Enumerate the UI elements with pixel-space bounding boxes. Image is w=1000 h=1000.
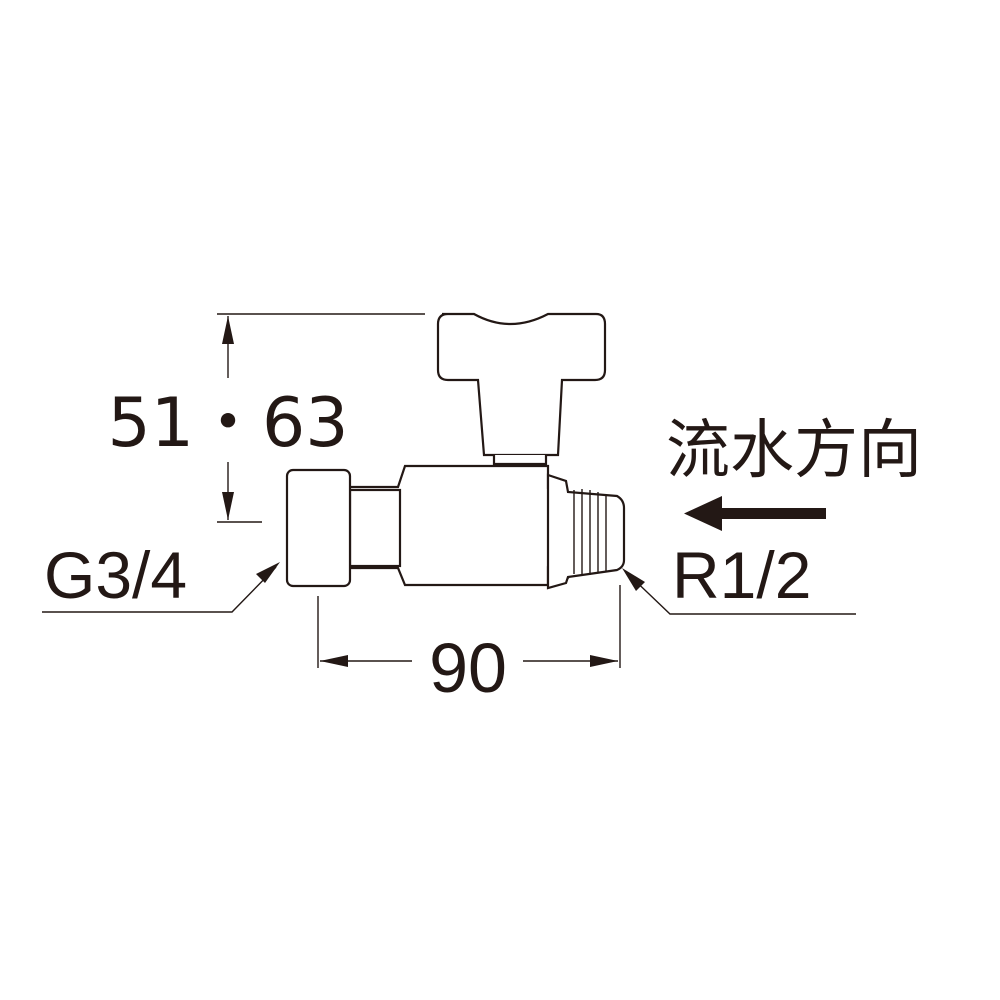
- flow-direction-label: 流水方向: [666, 414, 922, 488]
- flow-arrow-shaft: [712, 508, 826, 519]
- length-arrow-right: [590, 655, 618, 667]
- right-thread-label: R1/2: [672, 538, 811, 612]
- length-dimension-label: 90: [429, 629, 507, 707]
- valve-threaded-outlet: [546, 473, 626, 590]
- length-arrow-left: [320, 655, 348, 667]
- height-arrow-top: [222, 316, 234, 344]
- valve-handle: [436, 312, 607, 457]
- height-arrow-bottom: [222, 492, 234, 520]
- right-thread-callout: R1/2: [622, 538, 856, 615]
- valve-stem: [492, 455, 548, 466]
- union-nut: [285, 468, 352, 588]
- thread-lines: [573, 489, 607, 575]
- left-thread-callout: G3/4: [42, 538, 280, 613]
- right-thread-leader-arrow: [622, 568, 645, 591]
- valve-body: [285, 312, 626, 590]
- valve-neck: [348, 488, 402, 568]
- length-dimension: 90: [317, 585, 621, 707]
- height-dimension-label: 51・63: [107, 384, 348, 463]
- flow-direction: 流水方向: [666, 414, 922, 531]
- left-thread-leader: [42, 566, 277, 613]
- height-dimension: 51・63: [107, 313, 425, 523]
- left-thread-label: G3/4: [44, 538, 187, 612]
- left-thread-leader-arrow: [256, 562, 280, 583]
- flow-arrow-icon: [684, 496, 722, 531]
